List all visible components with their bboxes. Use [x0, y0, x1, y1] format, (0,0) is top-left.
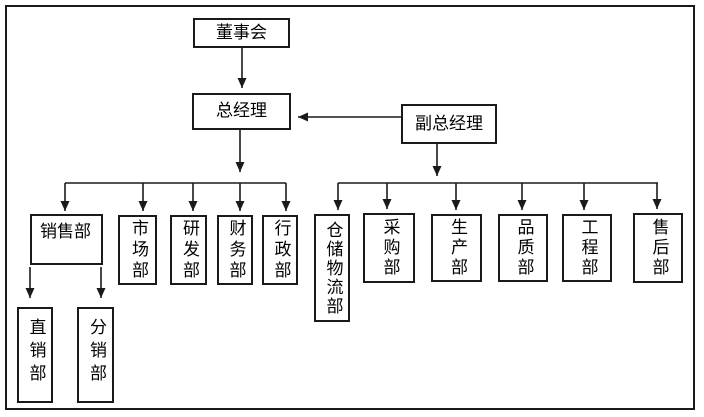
org-node-label: 生产部	[447, 218, 467, 278]
org-node-label: 销售部	[40, 222, 91, 242]
chart-outer-border	[5, 5, 695, 410]
org-node-quality-dept: 品质部	[498, 214, 548, 282]
org-node-deputy-general-manager: 副总经理	[401, 104, 497, 144]
org-node-purchasing-dept: 采购部	[363, 213, 415, 283]
org-node-label: 财务部	[225, 218, 246, 282]
org-node-label: 副总经理	[415, 113, 483, 134]
org-node-label: 分销部	[86, 318, 106, 387]
org-node-label: 研发部	[179, 218, 199, 282]
org-node-distribution-dept: 分销部	[77, 307, 114, 403]
org-node-board-of-directors: 董事会	[193, 18, 290, 48]
org-node-label: 仓储物流部	[322, 220, 343, 316]
org-node-label: 采购部	[379, 218, 400, 278]
org-node-admin-dept: 行政部	[262, 215, 298, 285]
org-node-label: 售后部	[648, 218, 669, 278]
org-node-warehouse-logistics-dept: 仓储物流部	[314, 214, 350, 322]
org-node-direct-sales-dept: 直销部	[17, 307, 53, 403]
org-node-general-manager: 总经理	[192, 93, 291, 130]
org-node-label: 工程部	[577, 218, 598, 278]
org-node-label: 总经理	[216, 101, 267, 121]
org-node-marketing-dept: 市场部	[118, 215, 157, 285]
org-node-finance-dept: 财务部	[217, 215, 253, 285]
org-node-after-sales-dept: 售后部	[633, 213, 683, 283]
org-node-sales-dept: 销售部	[30, 214, 103, 265]
org-node-rnd-dept: 研发部	[170, 215, 207, 285]
org-node-engineering-dept: 工程部	[562, 214, 612, 282]
org-node-label: 品质部	[513, 218, 534, 278]
org-node-label: 市场部	[128, 218, 148, 282]
org-node-label: 直销部	[25, 318, 46, 387]
org-node-label: 董事会	[216, 22, 267, 43]
org-node-production-dept: 生产部	[431, 214, 482, 282]
org-node-label: 行政部	[270, 218, 291, 282]
